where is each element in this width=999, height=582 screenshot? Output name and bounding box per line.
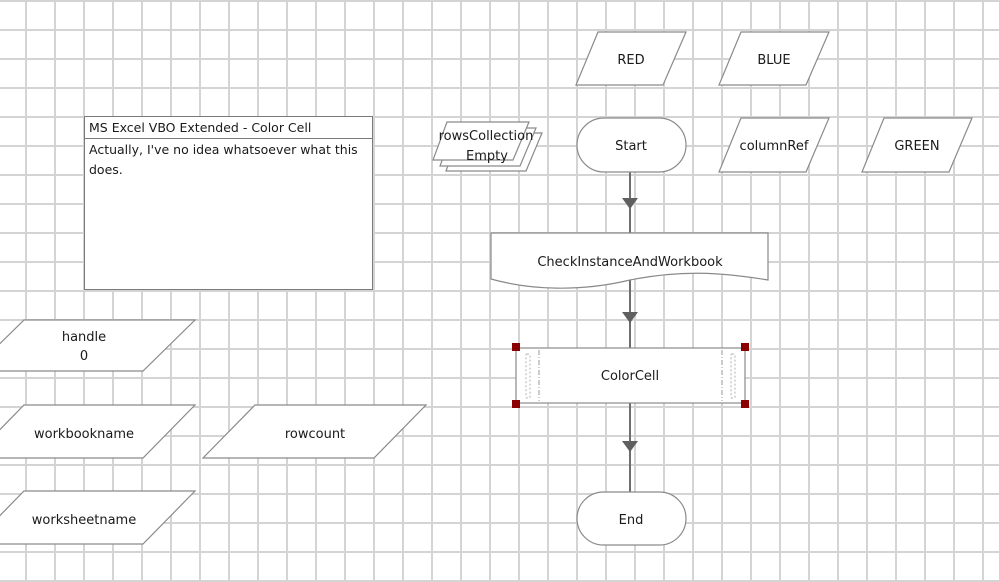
data-item-columnref-label: columnRef [740,139,809,154]
data-item-rowcount-label: rowcount [285,427,345,442]
selection-handle-bottom-left[interactable] [512,400,520,408]
selection-handle-top-right[interactable] [741,343,749,351]
collection-rows[interactable]: rowsCollection Empty [432,121,543,172]
stage-color-cell[interactable]: ColorCell [512,343,749,408]
note-box[interactable]: MS Excel VBO Extended - Color Cell Actua… [84,116,373,290]
data-item-handle-name: handle [62,330,106,345]
data-item-workbookname-label: workbookname [34,427,134,442]
note-body: Actually, I've no idea whatsoever what t… [89,142,358,177]
data-item-green-label: GREEN [894,139,939,154]
data-item-worksheetname[interactable]: worksheetname [0,490,197,545]
selection-handle-top-left[interactable] [512,343,520,351]
data-item-columnref[interactable]: columnRef [718,117,830,173]
data-item-workbookname[interactable]: workbookname [0,404,197,459]
data-item-red-label: RED [617,53,644,68]
arrow-down-icon [622,312,638,323]
stage-check-instance-and-workbook[interactable]: CheckInstanceAndWorkbook [490,232,769,289]
note-title: MS Excel VBO Extended - Color Cell [85,117,372,139]
binary-code-icon [525,353,736,399]
end-label: End [619,513,644,528]
data-item-red[interactable]: RED [575,31,687,86]
start-label: Start [615,139,647,154]
data-item-green[interactable]: GREEN [861,117,973,173]
collection-value-label: Empty [466,149,508,164]
collection-name-label: rowsCollection [439,129,534,144]
data-item-blue[interactable]: BLUE [718,31,830,86]
stage-check-label: CheckInstanceAndWorkbook [537,255,723,270]
arrow-down-icon [622,441,638,452]
arrow-down-icon [622,198,638,209]
start-stage[interactable]: Start [576,117,687,173]
data-item-rowcount[interactable]: rowcount [201,404,428,459]
stage-color-cell-label: ColorCell [601,369,659,384]
data-item-blue-label: BLUE [757,53,790,68]
connector-start-to-end[interactable] [622,172,638,492]
data-item-handle[interactable]: handle 0 [0,319,197,372]
data-item-handle-value: 0 [80,349,88,364]
data-item-worksheetname-label: worksheetname [32,513,136,528]
end-stage[interactable]: End [576,491,687,546]
selection-handle-bottom-right[interactable] [741,400,749,408]
